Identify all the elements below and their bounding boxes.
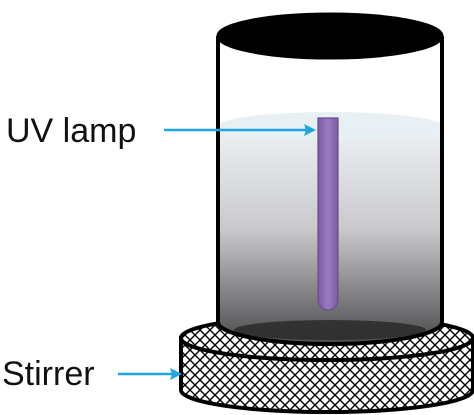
uv-lamp-tube <box>317 117 339 311</box>
stirrer-arrow <box>118 368 182 380</box>
vessel-opening <box>216 12 444 60</box>
vessel-wall <box>216 36 444 346</box>
uv-lamp-arrow <box>164 124 316 136</box>
uv-lamp-label: UV lamp <box>6 112 136 150</box>
stirrer-label: Stirrer <box>2 355 95 393</box>
uv-lamp <box>317 117 339 311</box>
vessel-bottom-shadow <box>234 320 426 340</box>
